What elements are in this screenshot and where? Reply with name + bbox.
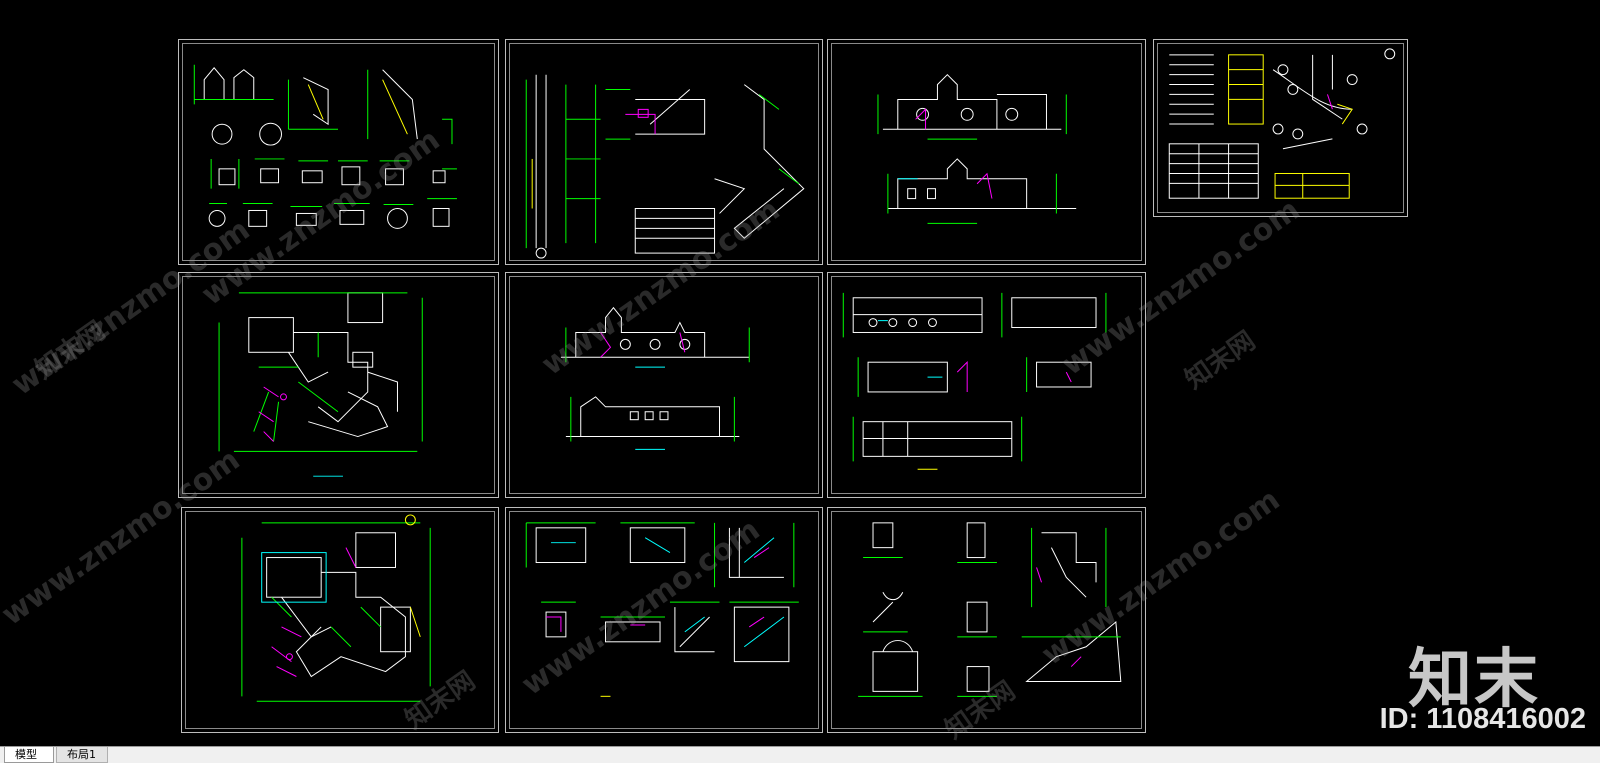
elevations-mid-drawing [560,306,750,450]
sheet-elevations-top[interactable] [827,39,1146,265]
site-plan-drawing [1168,48,1396,199]
sheet-details-windows[interactable] [178,39,499,265]
sheet-elevations-mid[interactable] [505,272,823,498]
sheet-section-stair[interactable] [505,39,823,265]
layout-tab-bar: 模型 布局1 [0,746,1600,763]
watermark-text-cn: 知末网 [1179,325,1261,396]
id-watermark: ID: 1108416002 [1379,703,1586,735]
brand-watermark: 知末 [1408,643,1540,717]
window-details-drawing [193,64,457,229]
misc-details-drawing [858,522,1122,697]
sheet-floor-plan-1[interactable] [178,272,499,498]
sheet-misc-details[interactable] [827,507,1146,733]
sections-drawing [842,292,1107,470]
floor-plan-1-drawing [218,292,423,477]
sheet-sections[interactable] [827,272,1146,498]
sheet-floor-plan-2[interactable] [181,507,499,733]
tab-layout1[interactable]: 布局1 [56,747,108,763]
tab-model[interactable]: 模型 [4,747,54,763]
section-stair-drawing [525,74,805,259]
sheet-site-plan[interactable] [1153,39,1408,217]
elevations-top-drawing [877,73,1077,224]
drawing-canvas[interactable]: www.znzmo.com www.znzmo.com www.znzmo.co… [0,0,1600,746]
floor-plan-2-drawing [241,514,431,702]
stair-details-drawing [525,522,799,697]
watermark-text-cn: 知末网 [29,315,111,386]
sheet-stair-details[interactable] [505,507,823,733]
